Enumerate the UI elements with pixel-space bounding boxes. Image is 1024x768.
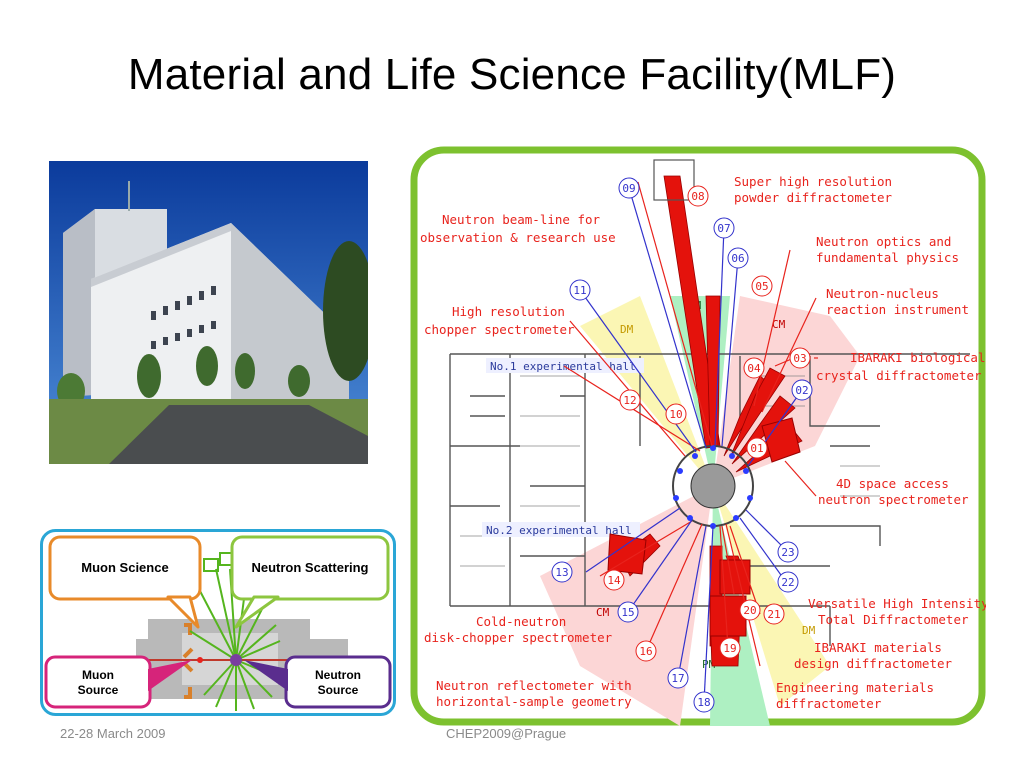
footer-date: 22-28 March 2009 (60, 726, 166, 741)
muon-source-label-line2: Source (78, 683, 119, 697)
port-21: 21 (767, 608, 780, 621)
label-04-line1: Neutron-nucleus (826, 286, 939, 301)
port-18: 18 (697, 696, 710, 709)
label-08-line2: powder diffractometer (734, 190, 893, 205)
facility-building-photo (49, 161, 368, 464)
slide-title: Material and Life Science Facility(MLF) (127, 50, 897, 99)
zone-dm-bottom: DM (802, 624, 816, 637)
neutron-source-label-line2: Source (318, 683, 359, 697)
instrument-layout-diagram: PM DM CM CM PM DM No.1 experimental hall… (410, 146, 989, 726)
port-06: 06 (731, 252, 744, 265)
label-observation-line1: Neutron beam-line for (442, 212, 601, 227)
zone-cm-top: CM (772, 318, 786, 331)
port-03: 03 (793, 352, 806, 365)
port-09: 09 (622, 182, 635, 195)
port-16: 16 (639, 645, 652, 658)
neutron-source-label-line1: Neutron (315, 668, 361, 682)
label-20-line1: IBARAKI materials (814, 640, 942, 655)
label-05-line1: Neutron optics and (816, 234, 951, 249)
label-14-line2: disk-chopper spectrometer (424, 630, 613, 645)
port-02: 02 (795, 384, 808, 397)
port-04: 04 (747, 362, 761, 375)
muon-neutron-schematic: Muon Science Neutron Scattering Muon Sou… (40, 529, 396, 716)
footer-event: CHEP2009@Prague (446, 726, 567, 741)
port-15: 15 (621, 606, 634, 619)
label-08-line1: Super high resolution (734, 174, 892, 189)
label-05-line2: fundamental physics (816, 250, 959, 265)
label-01-line1: 4D space access (836, 476, 949, 491)
hall-2-label: No.2 experimental hall (486, 524, 632, 537)
hall-1-label: No.1 experimental hall (490, 360, 636, 373)
port-07: 07 (717, 222, 730, 235)
zone-dm-top: DM (620, 323, 634, 336)
label-12-line2: chopper spectrometer (424, 322, 575, 337)
label-01-line2: neutron spectrometer (818, 492, 969, 507)
label-16-line2: horizontal-sample geometry (436, 694, 632, 709)
label-19-line2: diffractometer (776, 696, 882, 711)
port-13: 13 (555, 566, 568, 579)
port-12: 12 (623, 394, 636, 407)
port-22: 22 (781, 576, 794, 589)
muon-source-label-line1: Muon (82, 668, 114, 682)
label-19-line1: Engineering materials (776, 680, 934, 695)
port-20: 20 (743, 604, 756, 617)
port-14: 14 (607, 574, 621, 587)
port-11: 11 (573, 284, 586, 297)
label-03-line1: IBARAKI biological (850, 350, 985, 365)
port-23: 23 (781, 546, 794, 559)
neutron-scattering-label: Neutron Scattering (251, 560, 368, 575)
label-14-line1: Cold-neutron (476, 614, 566, 629)
port-05: 05 (755, 280, 768, 293)
port-08: 08 (691, 190, 704, 203)
label-observation-line2: observation & research use (420, 230, 616, 245)
port-10: 10 (669, 408, 682, 421)
label-16-line1: Neutron reflectometer with (436, 678, 632, 693)
label-20-line2: design diffractometer (794, 656, 953, 671)
label-21-line1: Versatile High Intensity (808, 596, 986, 611)
label-21-line2: Total Diffractometer (818, 612, 969, 627)
port-17: 17 (671, 672, 684, 685)
port-01: 01 (750, 442, 763, 455)
label-12-line1: High resolution (452, 304, 565, 319)
label-03-line2: crystal diffractometer (816, 368, 982, 383)
muon-science-label: Muon Science (81, 560, 168, 575)
port-19: 19 (723, 642, 736, 655)
zone-cm-bottom: CM (596, 606, 610, 619)
label-04-line2: reaction instrument (826, 302, 969, 317)
